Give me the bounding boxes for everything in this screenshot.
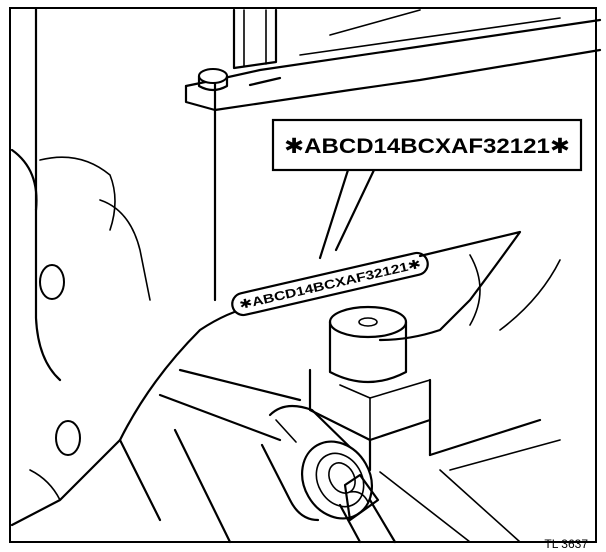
engraved-plate: ✱ABCD14BCXAF32121✱ bbox=[231, 251, 429, 317]
lower-mounting-hole bbox=[55, 420, 81, 456]
callout-engraving-text: ✱ABCD14BCXAF32121✱ bbox=[284, 135, 570, 158]
shaft-assembly bbox=[118, 368, 397, 544]
upper-mounting-hole bbox=[39, 264, 65, 300]
support-block bbox=[308, 368, 561, 543]
callout-leader bbox=[318, 168, 376, 260]
diagram-frame bbox=[9, 7, 597, 543]
housing-contour bbox=[378, 230, 561, 342]
gearbox-casing bbox=[10, 7, 602, 527]
cylindrical-boss bbox=[328, 305, 408, 384]
bolt-head bbox=[197, 68, 229, 92]
callout-box: ✱ABCD14BCXAF32121✱ bbox=[271, 118, 583, 172]
figure-reference-number: TL 3637 bbox=[544, 537, 588, 551]
plate-engraving-text: ✱ABCD14BCXAF32121✱ bbox=[238, 257, 422, 312]
mounting-holes bbox=[39, 264, 81, 456]
